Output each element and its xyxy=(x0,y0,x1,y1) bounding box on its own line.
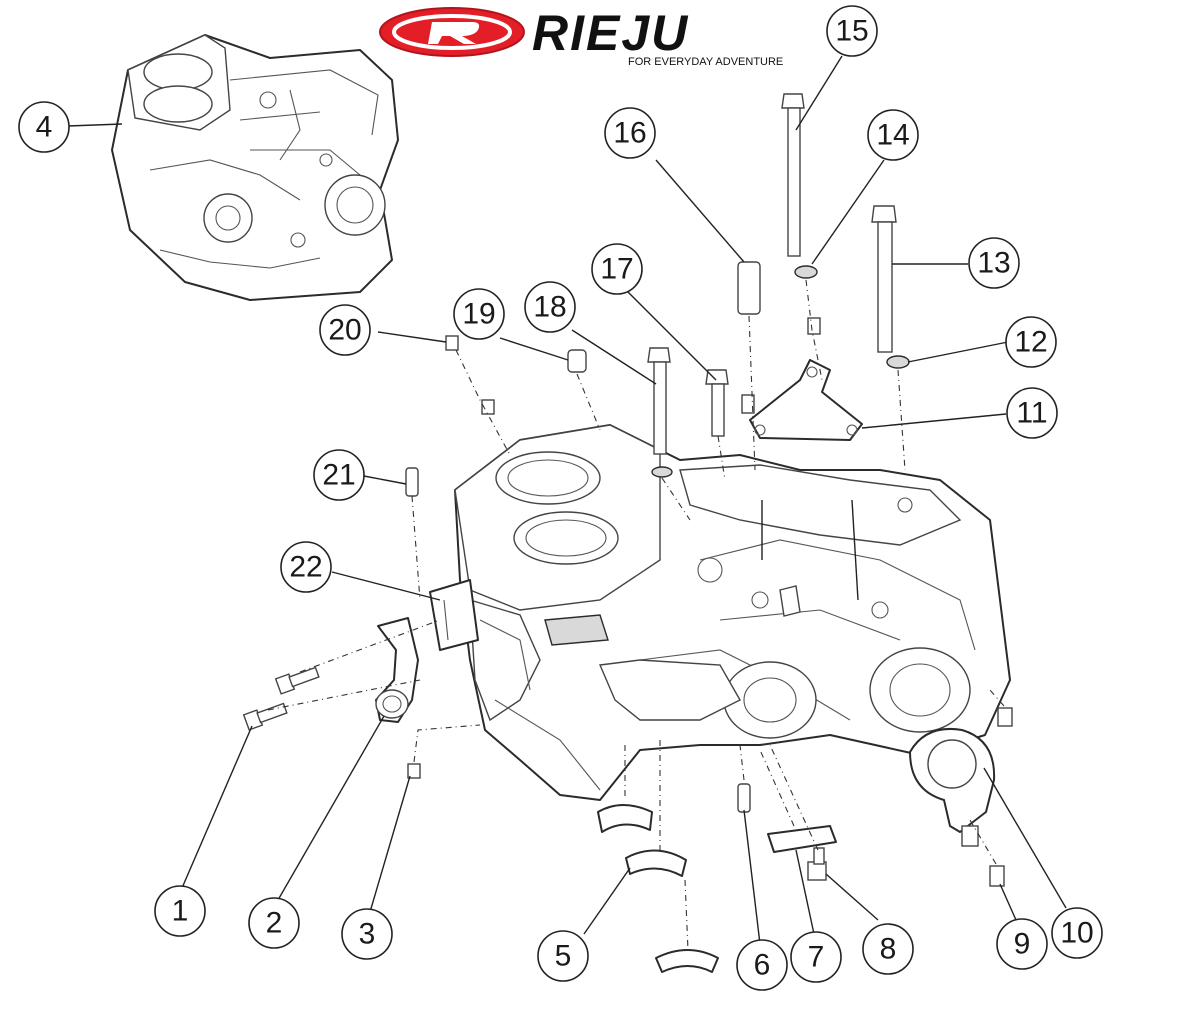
callout-13: 13 xyxy=(968,237,1020,289)
part-bracket-11 xyxy=(741,317,863,441)
callout-9: 9 xyxy=(996,918,1048,970)
crankcase-main-body xyxy=(454,424,1011,801)
callout-5: 5 xyxy=(537,930,589,982)
svg-text:15: 15 xyxy=(835,15,868,48)
callout-16: 16 xyxy=(604,107,656,159)
callout-4: 4 xyxy=(18,101,70,153)
callout-7: 7 xyxy=(790,931,842,983)
callout-18: 18 xyxy=(524,281,576,333)
svg-text:13: 13 xyxy=(977,247,1010,280)
part-stud-6 xyxy=(737,783,751,813)
svg-text:12: 12 xyxy=(1014,326,1047,359)
svg-text:11: 11 xyxy=(1016,397,1047,430)
loose-parts xyxy=(242,93,1013,973)
svg-text:10: 10 xyxy=(1060,917,1093,950)
svg-text:2: 2 xyxy=(266,907,283,940)
part-dowel-16 xyxy=(737,261,761,315)
assembled-crankcase-inset xyxy=(111,34,399,301)
brand-logo: RIEJU FOR EVERYDAY ADVENTURE xyxy=(379,5,783,68)
callout-15: 15 xyxy=(826,5,878,57)
svg-text:6: 6 xyxy=(754,949,771,982)
callout-14: 14 xyxy=(867,109,919,161)
alignment-lines xyxy=(267,279,1005,951)
part-bolt-9 xyxy=(989,865,1005,887)
callout-2: 2 xyxy=(248,897,300,949)
part-fitting-20 xyxy=(445,335,495,415)
svg-text:14: 14 xyxy=(876,119,909,152)
part-washer-14 xyxy=(794,265,818,279)
callout-12: 12 xyxy=(1005,316,1057,368)
callout-6: 6 xyxy=(736,939,788,991)
svg-text:8: 8 xyxy=(880,933,897,966)
part-cover-10 xyxy=(909,707,1013,847)
svg-text:5: 5 xyxy=(555,940,572,973)
part-water-fitting-2 xyxy=(274,617,419,723)
part-bolt-17 xyxy=(705,369,729,437)
svg-text:7: 7 xyxy=(808,941,825,974)
svg-text:9: 9 xyxy=(1014,928,1031,961)
svg-text:17: 17 xyxy=(600,253,633,286)
callout-17: 17 xyxy=(591,243,643,295)
part-bolt-8 xyxy=(807,847,827,881)
svg-text:4: 4 xyxy=(36,111,53,144)
part-plug-3 xyxy=(407,763,421,779)
part-clip-7 xyxy=(767,825,837,853)
part-bearing-shells-5 xyxy=(597,804,719,973)
svg-text:18: 18 xyxy=(533,291,566,324)
brand-tagline: FOR EVERYDAY ADVENTURE xyxy=(628,56,783,68)
part-bolt-13 xyxy=(871,205,897,353)
svg-text:3: 3 xyxy=(359,918,376,951)
callout-22: 22 xyxy=(280,541,332,593)
svg-text:21: 21 xyxy=(322,459,355,492)
svg-text:19: 19 xyxy=(462,298,495,331)
callout-19: 19 xyxy=(453,288,505,340)
part-pin-21 xyxy=(405,467,419,497)
part-washer-12 xyxy=(886,355,910,369)
svg-text:16: 16 xyxy=(613,117,646,150)
part-gasket-22 xyxy=(429,579,479,651)
svg-text:22: 22 xyxy=(289,551,322,584)
part-long-bolt-15 xyxy=(781,93,805,257)
callout-10: 10 xyxy=(1051,907,1103,959)
part-bolt-1 xyxy=(242,702,288,731)
part-bolt-18 xyxy=(647,347,673,478)
callout-3: 3 xyxy=(341,908,393,960)
callout-1: 1 xyxy=(154,885,206,937)
svg-text:1: 1 xyxy=(172,895,189,928)
part-dowel-19 xyxy=(567,349,587,373)
callout-8: 8 xyxy=(862,923,914,975)
callout-labels: 1 2 3 4 5 6 7 8 9 10 11 12 13 14 15 16 1… xyxy=(18,5,1103,991)
callout-20: 20 xyxy=(319,304,371,356)
callout-21: 21 xyxy=(313,449,365,501)
callout-11: 11 xyxy=(1006,387,1058,439)
brand-wordmark: RIEJU xyxy=(532,5,689,61)
leader-lines xyxy=(67,55,1067,945)
svg-text:20: 20 xyxy=(328,314,361,347)
